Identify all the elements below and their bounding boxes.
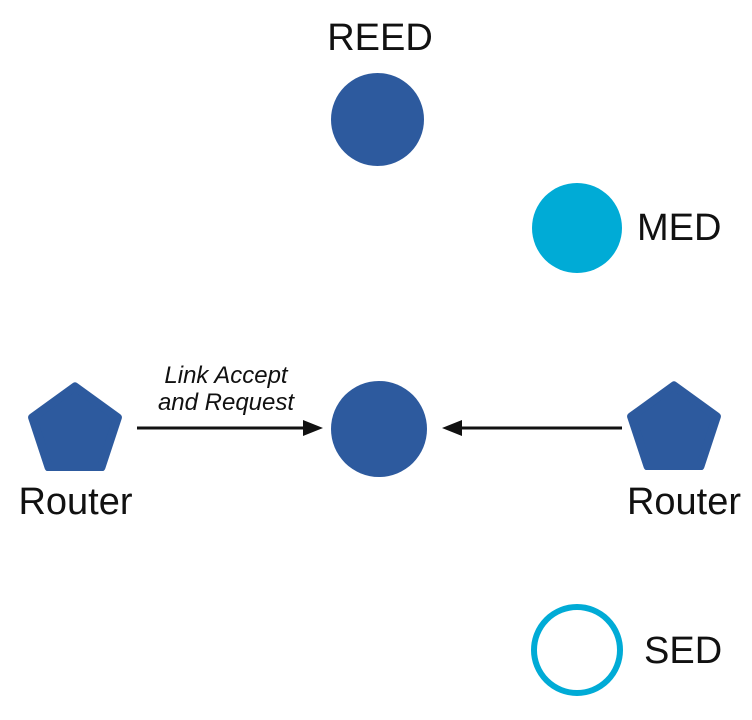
- router-left-label: Router: [18, 481, 133, 523]
- reed-node-circle: [331, 73, 424, 166]
- med-node-label: MED: [637, 207, 722, 249]
- right-arrow-head: [442, 420, 462, 436]
- right-arrow: [442, 420, 622, 436]
- center-node-circle: [331, 381, 427, 477]
- edge-label-line1: Link Accept: [164, 362, 288, 389]
- router-left-pentagon: [28, 382, 122, 471]
- router-right-pentagon: [627, 381, 721, 470]
- edge-label-link-accept: Link Accept and Request: [146, 362, 306, 416]
- edge-label-line2: and Request: [157, 389, 295, 416]
- router-right-pentagon-shape: [627, 381, 721, 470]
- med-node-circle: [532, 183, 622, 273]
- left-arrow: [137, 420, 323, 436]
- router-left-pentagon-shape: [28, 382, 122, 471]
- router-right-label: Router: [626, 481, 742, 523]
- left-arrow-head: [303, 420, 323, 436]
- sed-node-label: SED: [644, 630, 723, 672]
- reed-node-label: REED: [327, 17, 433, 59]
- sed-node-ring: [531, 604, 623, 696]
